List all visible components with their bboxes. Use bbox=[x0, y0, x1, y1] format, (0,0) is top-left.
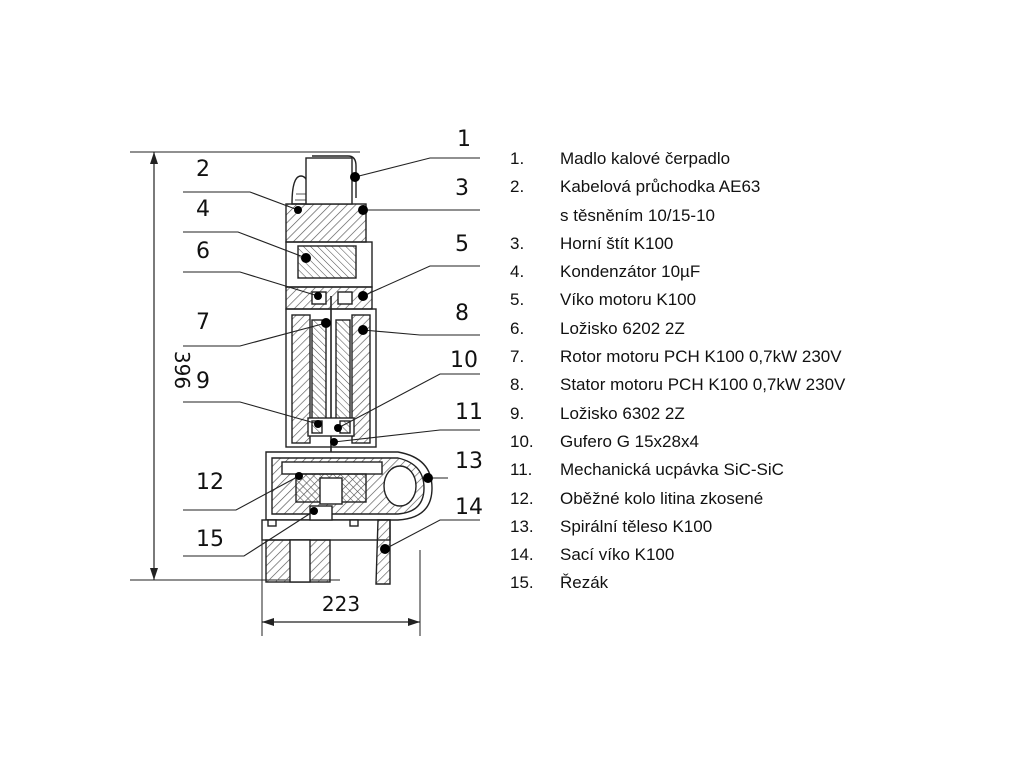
width-dimension-label: 223 bbox=[322, 592, 360, 616]
legend-item: 9. Ložisko 6302 2Z bbox=[510, 400, 1010, 428]
legend-item: 7. Rotor motoru PCH K100 0,7kW 230V bbox=[510, 343, 1010, 371]
legend-text: Kabelová průchodka AE63 bbox=[560, 177, 761, 197]
callout-labels: 1 2 3 4 5 6 7 8 9 10 11 12 13 14 15 bbox=[196, 127, 483, 552]
marker-dot-1 bbox=[350, 172, 360, 182]
marker-dot-2 bbox=[294, 206, 302, 214]
marker-dot-6 bbox=[314, 292, 322, 300]
legend-text: Ložisko 6202 2Z bbox=[560, 318, 685, 338]
height-dimension: 396 bbox=[130, 151, 360, 581]
marker-dot-3 bbox=[358, 205, 368, 215]
legend-item: 1. Madlo kalové čerpadlo bbox=[510, 145, 1010, 173]
height-dimension-label: 396 bbox=[170, 351, 194, 389]
legend-text: Madlo kalové čerpadlo bbox=[560, 149, 731, 168]
legend-text: Spirální těleso K100 bbox=[560, 516, 713, 536]
callout-12: 12 bbox=[196, 470, 224, 495]
legend-number: 14. bbox=[510, 545, 534, 565]
legend-item: 12. Oběžné kolo litina zkosené bbox=[510, 485, 1010, 513]
legend-item: 8. Stator motoru PCH K100 0,7kW 230V bbox=[510, 371, 1010, 399]
legend-text: Gufero G 15x28x4 bbox=[560, 431, 699, 451]
callout-5: 5 bbox=[455, 232, 469, 257]
legend-number: 8. bbox=[510, 375, 525, 395]
legend-item: 4. Kondenzátor 10µF bbox=[510, 258, 1010, 286]
marker-dot-4 bbox=[301, 253, 311, 263]
legend-item: 3. Horní štít K100 bbox=[510, 230, 1010, 258]
legend-number: 15. bbox=[510, 573, 534, 593]
marker-dot-9 bbox=[314, 420, 322, 428]
callout-14: 14 bbox=[455, 495, 483, 520]
legend-item: 10. Gufero G 15x28x4 bbox=[510, 428, 1010, 456]
legend-number bbox=[510, 202, 560, 230]
leader-lines bbox=[183, 157, 480, 557]
legend-number: 6. bbox=[510, 318, 525, 338]
legend-number: 10. bbox=[510, 431, 534, 451]
marker-dots bbox=[294, 172, 433, 554]
callout-9: 9 bbox=[196, 369, 210, 394]
callout-4: 4 bbox=[196, 197, 210, 222]
marker-dot-14 bbox=[380, 544, 390, 554]
callout-3: 3 bbox=[455, 176, 469, 201]
legend-text: s těsněním 10/15-10 bbox=[560, 205, 715, 225]
parts-legend: 1. Madlo kalové čerpadlo 2. Kabelová průch… bbox=[510, 145, 1010, 598]
callout-6: 6 bbox=[196, 239, 210, 264]
callout-1: 1 bbox=[457, 127, 471, 152]
callout-7: 7 bbox=[196, 310, 210, 335]
callout-8: 8 bbox=[455, 301, 469, 326]
legend-number: 9. bbox=[510, 403, 525, 423]
handle-part bbox=[312, 155, 357, 198]
legend-number: 1. bbox=[510, 149, 525, 168]
legend-item: 11. Mechanická ucpávka SiC-SiC bbox=[510, 456, 1010, 484]
legend-number: 3. bbox=[510, 233, 525, 253]
callout-10: 10 bbox=[450, 348, 478, 373]
callout-2: 2 bbox=[196, 157, 210, 182]
legend-number: 11. bbox=[510, 460, 533, 480]
legend-item: 5. Víko motoru K100 bbox=[510, 286, 1010, 314]
legend-text: Víko motoru K100 bbox=[560, 290, 697, 310]
legend-item: 6. Ložisko 6202 2Z bbox=[510, 315, 1010, 343]
legend-item: s těsněním 10/15-10 bbox=[510, 202, 1010, 230]
legend-item: 15. Řezák bbox=[510, 569, 1010, 597]
legend-text: Oběžné kolo litina zkosené bbox=[560, 488, 764, 508]
legend-item: 13. Spirální těleso K100 bbox=[510, 513, 1010, 541]
callout-11: 11 bbox=[455, 400, 483, 425]
legend-text: Kondenzátor 10µF bbox=[560, 262, 701, 282]
legend-number: 5. bbox=[510, 290, 525, 310]
pump-body bbox=[261, 155, 433, 585]
callout-15: 15 bbox=[196, 527, 224, 552]
legend-number: 4. bbox=[510, 262, 525, 282]
legend-number: 12. bbox=[510, 488, 534, 508]
width-dimension: 223 bbox=[261, 540, 421, 636]
legend-item: 2. Kabelová průchodka AE63 bbox=[510, 173, 1010, 201]
marker-dot-10 bbox=[334, 424, 342, 432]
marker-dot-5 bbox=[358, 291, 368, 301]
marker-dot-15 bbox=[310, 507, 318, 515]
marker-dot-8 bbox=[358, 325, 368, 335]
legend-text: Mechanická ucpávka SiC-SiC bbox=[560, 460, 784, 480]
legend-number: 2. bbox=[510, 177, 525, 197]
legend-text: Horní štít K100 bbox=[560, 233, 674, 253]
marker-dot-11 bbox=[330, 438, 338, 446]
legend-number: 7. bbox=[510, 347, 525, 367]
legend-text: Řezák bbox=[560, 573, 609, 593]
marker-dot-13 bbox=[423, 473, 433, 483]
legend-item: 14. Sací víko K100 bbox=[510, 541, 1010, 569]
callout-13: 13 bbox=[455, 449, 483, 474]
legend-text: Stator motoru PCH K100 0,7kW 230V bbox=[560, 375, 846, 395]
legend-text: Ložisko 6302 2Z bbox=[560, 403, 685, 423]
marker-dot-7 bbox=[321, 318, 331, 328]
legend-text: Rotor motoru PCH K100 0,7kW 230V bbox=[560, 347, 842, 367]
legend-text: Sací víko K100 bbox=[560, 545, 675, 565]
marker-dot-12 bbox=[295, 472, 303, 480]
legend-number: 13. bbox=[510, 516, 534, 536]
